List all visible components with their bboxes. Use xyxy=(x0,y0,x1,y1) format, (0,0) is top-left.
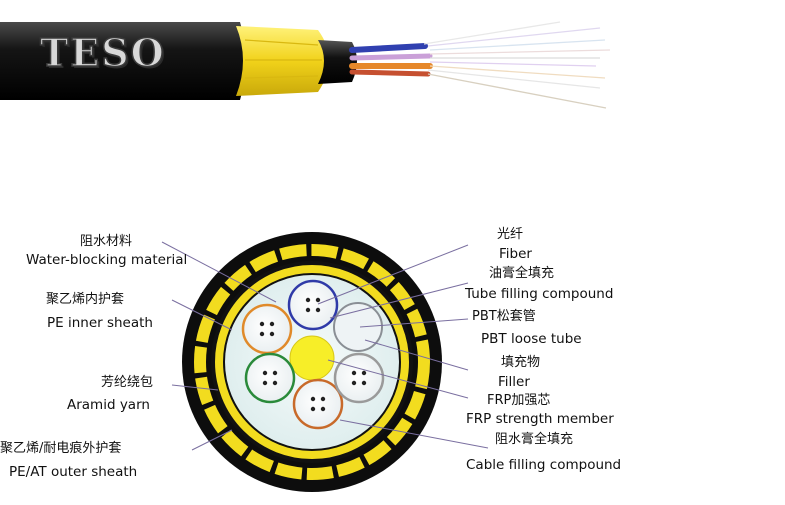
loose-tubes xyxy=(349,43,433,77)
outer-jacket xyxy=(0,22,246,100)
water-blocking-label-en: Water-blocking material xyxy=(26,252,188,268)
frp-label-en: FRP strength member xyxy=(466,411,614,427)
fiber-label-zh: 光纤 xyxy=(497,227,524,242)
cable-filling-label-en: Cable filling compound xyxy=(466,457,622,473)
cable-side-view xyxy=(0,21,611,109)
loose-tube-top xyxy=(287,279,339,331)
inner-sheath xyxy=(318,40,357,84)
leader-lines xyxy=(161,241,489,451)
aramid-yarn-ring xyxy=(194,244,430,480)
loose-tube-left-top xyxy=(241,303,293,355)
tube-filling-label-zh: 油膏全填充 xyxy=(489,266,555,281)
aramid-yarn-layer xyxy=(236,26,329,96)
brand-logo: TESO xyxy=(39,29,166,76)
filler-rod xyxy=(333,302,383,352)
frp-label-zh: FRP加强芯 xyxy=(487,393,551,408)
cable-filling-label-zh: 阻水膏全填充 xyxy=(495,432,574,447)
water-blocking-label-zh: 阻水材料 xyxy=(80,234,133,249)
pe-inner-sheath-label-zh: 聚乙烯内护套 xyxy=(46,292,125,307)
filler-label-zh: 填充物 xyxy=(501,355,541,370)
frp-strength-member xyxy=(289,335,335,381)
inner-yellow-ring xyxy=(215,265,409,459)
pe-inner-sheath-label-en: PE inner sheath xyxy=(47,315,153,331)
filler-label-en: Filler xyxy=(498,374,530,390)
fiber-label-en: Fiber xyxy=(499,246,532,262)
aramid-yarn-label-en: Aramid yarn xyxy=(67,397,150,413)
outer-sheath-label-en: PE/AT outer sheath xyxy=(9,464,138,480)
loose-tube-right-bottom xyxy=(333,352,385,404)
loose-tube-left-bottom xyxy=(244,352,296,404)
loose-tube-bottom xyxy=(292,378,344,430)
pbt-loose-tube-label-zh: PBT松套管 xyxy=(472,309,536,324)
tube-filling-label-en: Tube filling compound xyxy=(465,286,614,302)
pbt-loose-tube-label-en: PBT loose tube xyxy=(481,331,582,347)
aramid-yarn-label-zh: 芳纶绕包 xyxy=(101,375,154,390)
fibers xyxy=(423,21,611,109)
outer-sheath-label-zh: 聚乙烯/耐电痕外护套 xyxy=(0,441,122,456)
